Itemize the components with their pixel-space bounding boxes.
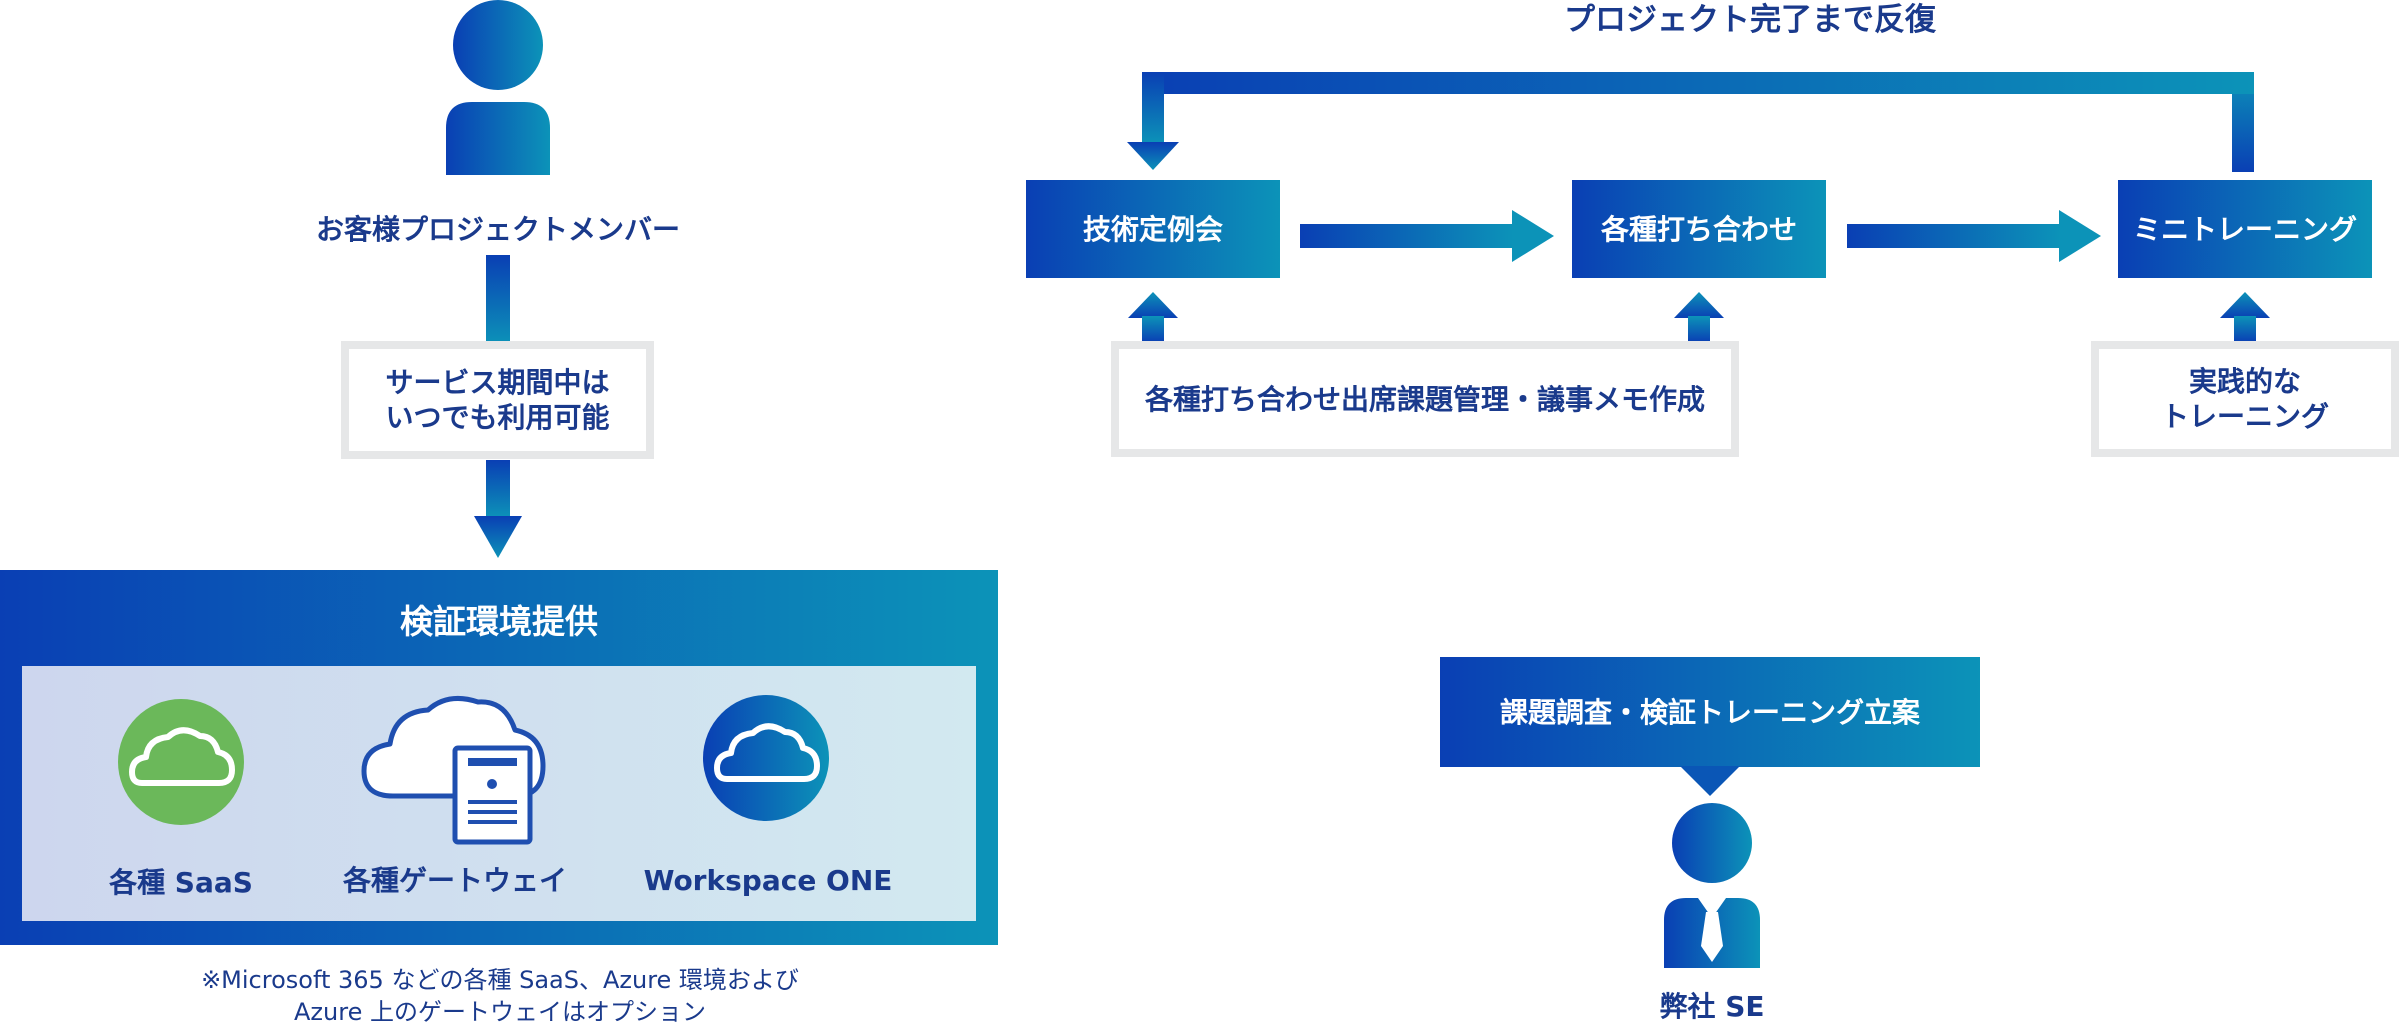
cloud-icon-blue xyxy=(703,695,829,821)
cloud-icon-green xyxy=(118,699,244,825)
arrow-step2-to-step3 xyxy=(1847,210,2101,262)
se-task-callout xyxy=(1440,657,1980,796)
up-arrow-to-step3 xyxy=(2220,292,2270,342)
loop-arrow xyxy=(1127,72,2254,172)
environment-item-workspace-label: Workspace ONE xyxy=(643,863,893,897)
arrow-step1-to-step2 xyxy=(1300,210,1554,262)
environment-item-saas-label: 各種 SaaS xyxy=(109,865,253,899)
up-arrow-to-step1 xyxy=(1128,292,1178,342)
availability-frame xyxy=(341,341,654,459)
support-frame-training xyxy=(2091,341,2399,457)
step-box-mini-training xyxy=(2118,180,2372,278)
cloud-server-icon xyxy=(361,695,546,845)
support-frame-meetings xyxy=(1111,341,1739,457)
customer-person-icon xyxy=(446,0,550,175)
customer-label: お客様プロジェクトメンバー xyxy=(315,212,680,246)
loop-label: プロジェクト完了まで反復 xyxy=(1564,1,1936,38)
step-meetings: 各種打ち合わせ xyxy=(1600,212,1797,246)
step-box-technical-meeting xyxy=(1026,180,1280,278)
customer-connector xyxy=(486,255,510,345)
environment-note: ※Microsoft 365 などの各種 SaaS、Azure 環境および Az… xyxy=(201,966,799,1027)
up-arrow-to-step2 xyxy=(1674,292,1724,342)
environment-item-gateway-label: 各種ゲートウェイ xyxy=(342,863,567,897)
down-arrow-to-environment xyxy=(474,460,522,558)
support-training-text: 実践的な トレーニング xyxy=(2160,365,2329,433)
availability-text: サービス期間中は いつでも利用可能 xyxy=(385,366,610,434)
environment-title: 検証環境提供 xyxy=(400,602,598,642)
step-mini-training: ミニトレーニング xyxy=(2132,212,2357,246)
se-label: 弊社 SE xyxy=(1659,989,1765,1023)
support-meeting-text: 各種打ち合わせ出席課題管理・議事メモ作成 xyxy=(1144,382,1705,416)
se-person-icon xyxy=(1664,803,1760,968)
step-box-meetings xyxy=(1572,180,1826,278)
se-task-text: 課題調査・検証トレーニング立案 xyxy=(1499,695,1920,729)
step-technical-meeting: 技術定例会 xyxy=(1082,212,1223,246)
